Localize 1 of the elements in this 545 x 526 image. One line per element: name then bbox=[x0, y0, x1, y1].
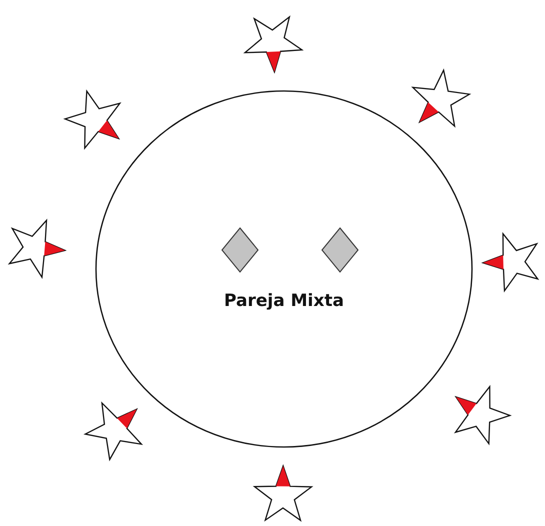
court-label: Pareja Mixta bbox=[223, 291, 345, 311]
